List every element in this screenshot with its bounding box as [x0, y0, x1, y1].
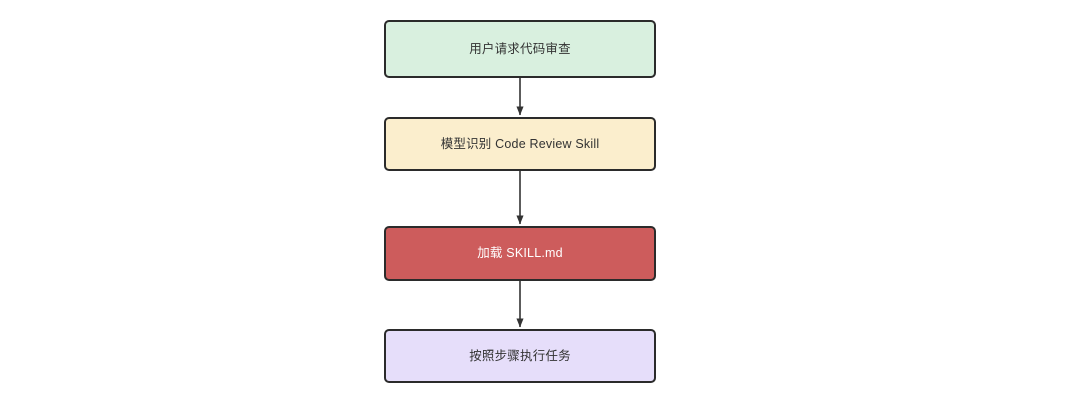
flowchart-node-user-request[interactable]: 用户请求代码审查 [384, 20, 656, 78]
flowchart-node-label: 加载 SKILL.md [477, 246, 563, 261]
flowchart-node-load-skill-md[interactable]: 加载 SKILL.md [384, 226, 656, 281]
flowchart-node-label: 用户请求代码审查 [469, 41, 571, 56]
flowchart-node-label: 按照步骤执行任务 [469, 348, 571, 363]
flowchart-node-label: 模型识别 Code Review Skill [440, 136, 600, 151]
flowchart-node-model-identify-skill[interactable]: 模型识别 Code Review Skill [384, 117, 656, 171]
flowchart-node-execute-steps[interactable]: 按照步骤执行任务 [384, 329, 656, 383]
